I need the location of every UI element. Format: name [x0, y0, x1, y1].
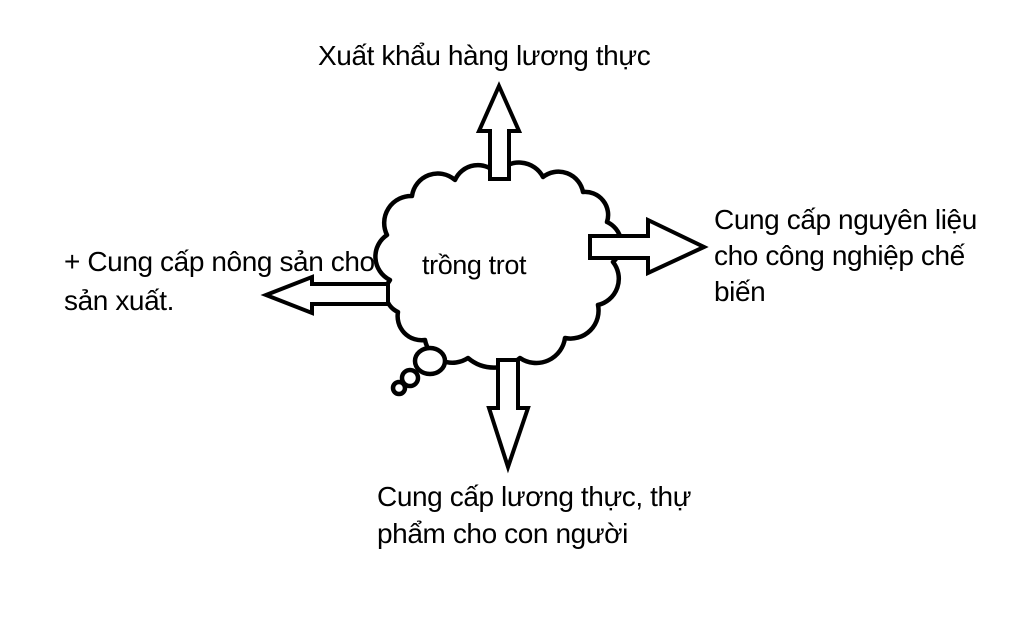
thought-bubble-tail [390, 345, 448, 397]
right-arrow-icon [588, 216, 709, 277]
label-export-food: Xuất khẩu hàng lương thực [318, 38, 651, 74]
tail-bubble-large [412, 345, 448, 377]
cloud-center-label: trồng trot [422, 250, 527, 280]
tail-bubble-small [390, 379, 408, 397]
label-raw-materials: Cung cấp nguyên liệu cho công nghiệp chế… [714, 202, 977, 310]
label-line: Cung cấp nguyên liệu [714, 204, 977, 235]
label-farm-produce: + Cung cấp nông sản cho sản xuất. [64, 242, 375, 320]
cloud-shape [373, 160, 624, 370]
down-arrow-icon [486, 358, 531, 474]
label-line: Cung cấp lương thực, thự [377, 481, 692, 512]
label-line: phẩm cho con người [377, 518, 628, 549]
label-line: Xuất khẩu hàng lương thực [318, 40, 651, 71]
label-line: biến [714, 276, 766, 307]
label-line: + Cung cấp nông sản cho [64, 246, 375, 277]
label-food-for-people: Cung cấp lương thực, thự phẩm cho con ng… [377, 478, 691, 552]
tail-bubble-medium [399, 367, 421, 389]
label-line: sản xuất. [64, 285, 175, 316]
left-arrow-icon [260, 274, 390, 316]
label-line: cho công nghiệp chế [714, 240, 965, 271]
up-arrow-icon [475, 81, 523, 181]
